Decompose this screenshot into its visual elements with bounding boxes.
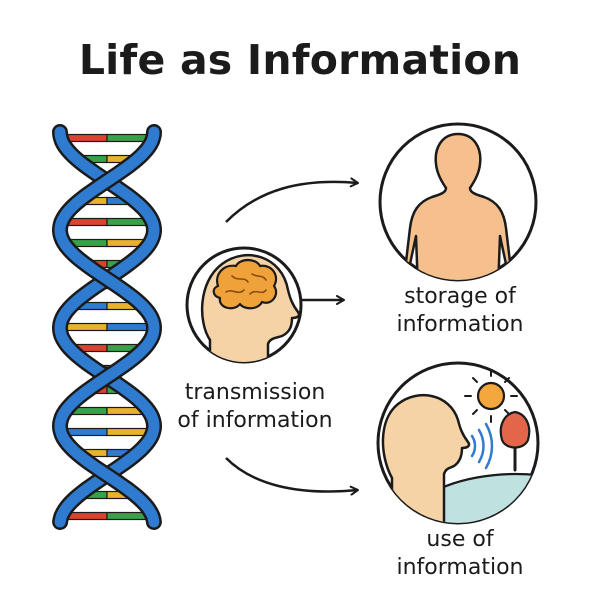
label-line: storage of bbox=[404, 284, 516, 309]
label-use-of-information: use of information bbox=[365, 526, 555, 582]
dna-base-pairs bbox=[59, 133, 155, 521]
brain-head-icon bbox=[185, 246, 303, 364]
dna-helix-icon bbox=[51, 124, 163, 530]
label-transmission-of-information: transmission of information bbox=[150, 379, 360, 435]
sun-icon bbox=[464, 369, 518, 423]
brain-folds bbox=[225, 273, 267, 295]
brain-icon bbox=[212, 258, 278, 310]
label-storage-of-information: storage of information bbox=[365, 283, 555, 339]
label-line: information bbox=[396, 312, 524, 337]
dna-strand-right-fill bbox=[54, 126, 160, 528]
dna-strand-left-fill bbox=[54, 126, 160, 528]
label-line: transmission bbox=[184, 380, 326, 405]
label-line: information bbox=[396, 555, 524, 580]
human-body bbox=[404, 132, 512, 280]
head-listening-icon bbox=[376, 361, 540, 525]
label-line: of information bbox=[177, 408, 333, 433]
arrow-to-use bbox=[225, 457, 359, 496]
sound-waves-icon bbox=[470, 422, 494, 470]
arrow-to-storage bbox=[225, 177, 359, 223]
page-title: Life as Information bbox=[78, 36, 522, 84]
tree-icon bbox=[499, 410, 531, 472]
label-line: use of bbox=[426, 527, 494, 552]
human-silhouette-icon bbox=[378, 122, 538, 282]
